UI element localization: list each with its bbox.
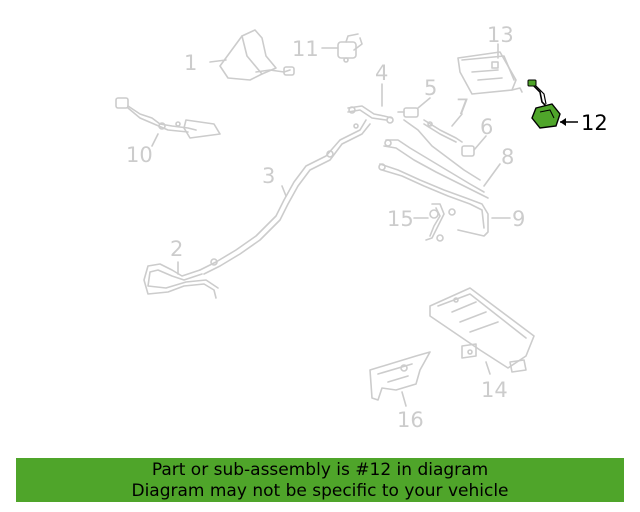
part-15-pipe[interactable] xyxy=(425,203,456,242)
callout-13[interactable]: 13 xyxy=(487,23,514,47)
part-1-antenna-cover[interactable] xyxy=(219,29,295,81)
part-10-harness[interactable] xyxy=(115,97,221,139)
part-8-tube[interactable] xyxy=(383,119,489,199)
part-12-highlighted[interactable] xyxy=(527,79,578,129)
callout-14[interactable]: 14 xyxy=(481,378,508,402)
callout-leaders xyxy=(151,43,511,407)
part-2-line[interactable] xyxy=(143,258,219,299)
part-9-tube[interactable] xyxy=(378,163,489,237)
callout-8[interactable]: 8 xyxy=(501,145,514,169)
part-14-bracket[interactable] xyxy=(429,287,535,373)
callout-15[interactable]: 15 xyxy=(387,207,414,231)
callout-5[interactable]: 5 xyxy=(424,76,437,100)
banner-line-1: Part or sub-assembly is #12 in diagram xyxy=(151,460,489,480)
callout-6[interactable]: 6 xyxy=(480,115,493,139)
callout-1[interactable]: 1 xyxy=(184,51,197,75)
part-6-clip[interactable] xyxy=(461,145,475,157)
part-3-line[interactable] xyxy=(199,119,371,275)
callout-10[interactable]: 10 xyxy=(126,143,153,167)
banner-line-2: Diagram may not be specific to your vehi… xyxy=(131,481,509,501)
part-7-line[interactable] xyxy=(423,119,463,143)
part-13-module[interactable] xyxy=(457,51,523,95)
part-4-hose[interactable] xyxy=(347,105,394,129)
callout-7[interactable]: 7 xyxy=(456,95,469,119)
callout-16[interactable]: 16 xyxy=(397,408,424,432)
part-11-sensor[interactable] xyxy=(337,33,363,63)
callout-labels: 1 2 3 4 5 6 7 8 9 10 11 12 13 14 15 16 xyxy=(126,23,608,432)
callout-4[interactable]: 4 xyxy=(375,61,388,85)
notice-banner: Part or sub-assembly is #12 in diagram D… xyxy=(16,458,624,502)
callout-12[interactable]: 12 xyxy=(581,111,608,135)
callout-2[interactable]: 2 xyxy=(170,237,183,261)
callout-9[interactable]: 9 xyxy=(512,207,525,231)
callout-3[interactable]: 3 xyxy=(262,164,275,188)
part-16-bracket[interactable] xyxy=(369,351,431,401)
part-5-clip[interactable] xyxy=(397,107,419,118)
callout-11[interactable]: 11 xyxy=(292,37,319,61)
